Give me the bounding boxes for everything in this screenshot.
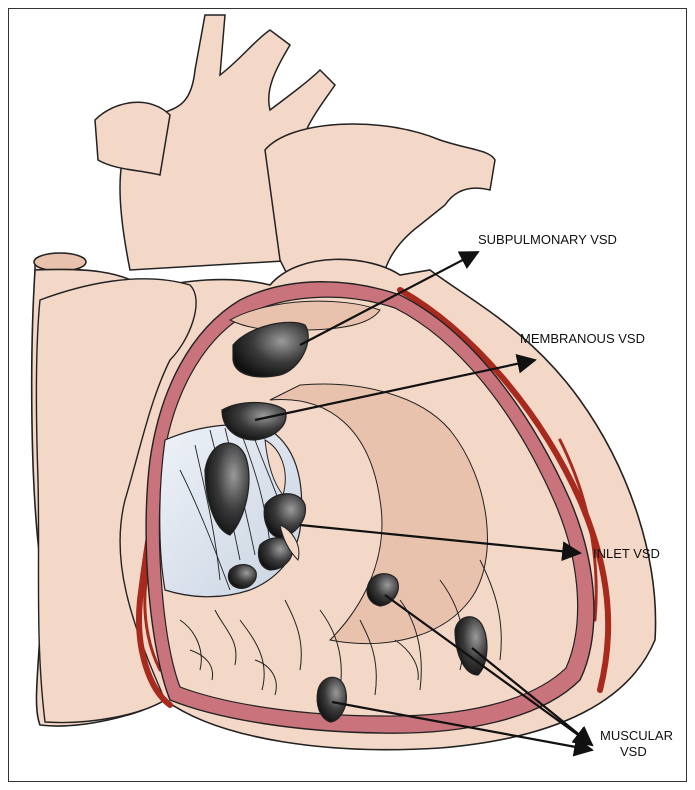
label-subpulmonary-vsd: SUBPULMONARY VSD	[478, 232, 617, 247]
label-muscular-vsd-line2: VSD	[620, 744, 647, 759]
label-inlet-vsd: INLET VSD	[593, 546, 660, 561]
label-muscular-vsd-line1: MUSCULAR	[600, 728, 673, 743]
inlet-vsd-hole-4	[228, 565, 256, 589]
label-membranous-vsd: MEMBRANOUS VSD	[520, 331, 645, 346]
